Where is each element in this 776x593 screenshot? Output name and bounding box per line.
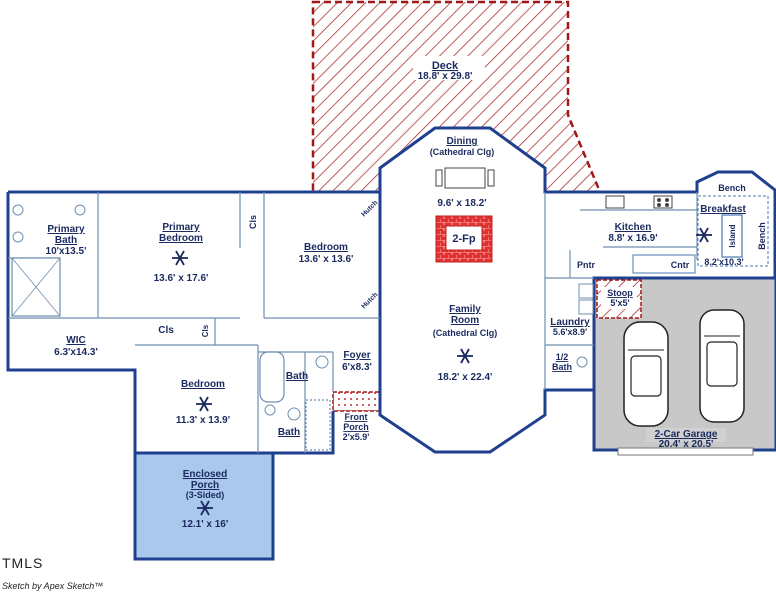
mls-logo: TMLS (2, 555, 44, 571)
foyer-label: Foyer (343, 350, 370, 361)
enclosed-porch-label-2: Porch (191, 480, 219, 491)
bedroom-3-dims: 11.3' x 13.9' (176, 415, 230, 426)
wic-dims: 6.3'x14.3' (54, 347, 98, 358)
enclosed-porch-dims: 12.1' x 16' (182, 519, 228, 530)
fireplace-label: 2-Fp (452, 233, 476, 245)
fireplace (435, 215, 493, 263)
primary-closet-label: Cls (248, 215, 258, 229)
family-room-note: (Cathedral Clg) (433, 328, 498, 338)
bench-right-label: Bench (757, 222, 767, 250)
interior-walls (8, 192, 769, 453)
bath-lower-label: Bath (278, 427, 300, 438)
deck-dims: 18.8' x 29.8' (418, 71, 473, 82)
bedroom-2-dims: 13.6' x 13.6' (299, 254, 354, 265)
bath-upper-label: Bath (286, 371, 308, 382)
room-labels: Deck 18.8' x 29.8' Dining (Cathedral Clg… (46, 60, 767, 530)
family-room-label-2: Room (451, 315, 479, 326)
primary-bath-label-2: Bath (55, 235, 77, 246)
front-porch-label-2: Porch (343, 422, 369, 432)
garage-label: 2-Car Garage (655, 429, 718, 440)
dining-note: (Cathedral Clg) (430, 147, 495, 157)
car-right-icon (699, 309, 745, 423)
fixtures (12, 167, 673, 421)
deck-area (311, 0, 602, 194)
dining-dims: 9.6' x 18.2' (437, 198, 486, 209)
island-label: Island (728, 224, 737, 247)
hutch-bottom-label: Hutch (360, 291, 379, 310)
primary-bedroom-dims: 13.6' x 17.6' (154, 273, 209, 284)
deck-label: Deck (432, 60, 459, 72)
stoop-dims: 5'x5' (610, 298, 629, 308)
enclosed-porch-note: (3-Sided) (186, 490, 225, 500)
pantry-label: Pntr (577, 260, 595, 270)
laundry-dims: 5.6'x8.9' (553, 327, 587, 337)
car-left-icon (623, 321, 669, 427)
half-bath-label-2: Bath (552, 362, 572, 372)
family-room-dims: 18.2' x 22.4' (438, 372, 493, 383)
stoop-area (596, 279, 642, 319)
hall-closet-label: Cls (158, 325, 174, 336)
kitchen-dims: 8.8' x 16.9' (608, 233, 657, 244)
bench-top-label: Bench (718, 183, 746, 193)
front-porch-label-1: Front (345, 412, 368, 422)
enclosed-porch-label-1: Enclosed (183, 469, 227, 480)
stoop-label: Stoop (607, 288, 633, 298)
hutch-top-label: Hutch (360, 199, 379, 218)
wic-label: WIC (66, 335, 85, 346)
front-porch-area (332, 391, 381, 412)
bedroom-2-label: Bedroom (304, 242, 348, 253)
front-porch-dims: 2'x5.9' (343, 432, 370, 442)
kitchen-label: Kitchen (615, 222, 652, 233)
bedroom-3-label: Bedroom (181, 379, 225, 390)
counter-label: Cntr (671, 260, 690, 270)
breakfast-dims: 8.2'x10.3' (704, 257, 743, 267)
primary-bedroom-label-1: Primary (162, 222, 200, 233)
sketch-credit: Sketch by Apex Sketch™ (2, 581, 104, 591)
foyer-dims: 6'x8.3' (342, 362, 372, 373)
primary-bath-label-1: Primary (47, 224, 85, 235)
garage-dims: 20.4' x 20.5' (659, 439, 714, 450)
dining-label: Dining (446, 136, 477, 147)
ceiling-fan-icon (172, 227, 712, 516)
small-closet-label: Cls (201, 324, 210, 337)
half-bath-label-1: 1/2 (556, 352, 569, 362)
primary-bath-dims: 10'x13.5' (46, 246, 87, 257)
primary-bedroom-label-2: Bedroom (159, 233, 203, 244)
breakfast-label: Breakfast (700, 204, 746, 215)
laundry-label: Laundry (550, 317, 590, 328)
family-room-label-1: Family (449, 304, 481, 315)
